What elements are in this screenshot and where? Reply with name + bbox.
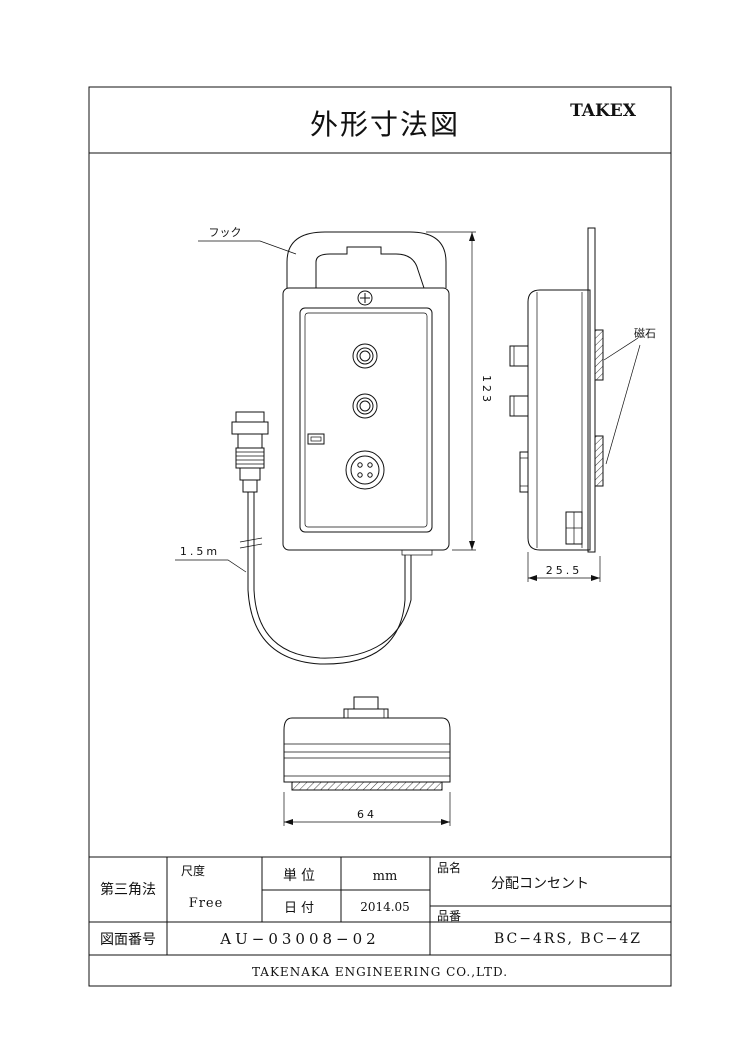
projection-label: 第三角法 [100,881,156,898]
jack-2 [352,393,378,419]
indicator-led [307,433,325,445]
jack-1 [352,343,378,369]
side-jack-2 [509,395,529,417]
width-dimension: 64 [283,792,451,826]
front-panel [299,307,433,533]
width-dim-label: 64 [357,808,377,821]
part-no-label: 品番 [437,909,461,923]
unit-label: 単位 [283,868,319,884]
magnet-leader [603,337,639,361]
cable-leader [175,559,247,573]
company-name: TAKENAKA ENGINEERING CO.,LTD. [252,965,508,979]
sheet-border [88,86,672,987]
side-connector [519,451,529,493]
four-pin-connector [345,450,385,490]
depth-dimension: 25.5 [527,552,601,582]
side-plate [587,227,596,553]
product-name: 分配コンセント [491,876,589,892]
screw-icon [357,290,373,306]
scale-value: Free [189,896,224,911]
hook-outline [286,231,447,288]
brand-name: TAKEX [570,101,637,121]
side-body [527,289,591,551]
unit-value: mm [373,869,398,884]
hook-inner [315,246,425,289]
bottom-view [283,696,451,791]
drawing-no: AU−03008−02 [219,930,379,948]
magnet-label: 磁石 [634,327,656,340]
cable-assembly [231,411,412,665]
front-inner-panel [304,312,428,528]
hook-label: フック [209,226,242,239]
title-block [89,856,671,956]
height-dim-label: 123 [480,375,493,405]
drawing-no-label: 図面番号 [100,932,156,948]
front-view [282,231,450,556]
date-value: 2014.05 [360,900,410,914]
bottom-body [283,717,451,783]
height-dimension: 123 [426,231,493,551]
product-name-label: 品名 [437,860,461,875]
scale-label: 尺度 [181,863,205,878]
cable-length-label: 1.5m [180,545,220,558]
drawing-title: 外形寸法図 [310,108,460,141]
hook-leader [198,240,297,255]
date-label: 日付 [284,901,318,916]
plug-knurl [235,447,265,469]
plug-cap [235,411,265,423]
side-jack-1 [509,345,529,367]
depth-dim-label: 25.5 [546,564,583,577]
bottom-jack-nut [353,696,379,710]
front-body [282,287,450,551]
side-view [509,227,604,553]
part-no: BC−4RS, BC−4Z [494,931,642,947]
